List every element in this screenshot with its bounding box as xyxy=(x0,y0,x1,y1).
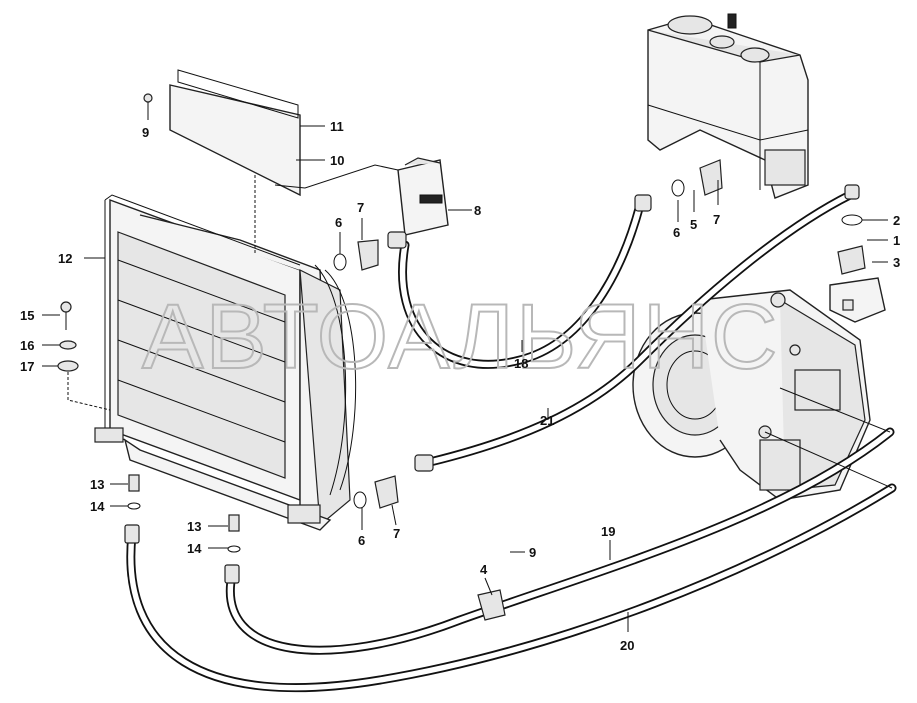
callout-7: 7 xyxy=(357,200,364,215)
callout-13: 13 xyxy=(187,519,201,534)
callout-15: 15 xyxy=(20,308,34,323)
filter-line xyxy=(274,164,399,189)
callout-14: 14 xyxy=(187,541,202,556)
callout-19: 19 xyxy=(601,524,615,539)
callout-9: 9 xyxy=(529,545,536,560)
callout-3: 3 xyxy=(893,255,900,270)
callout-8: 8 xyxy=(474,203,481,218)
hydraulic-tank xyxy=(647,13,809,199)
leader-lines xyxy=(42,102,888,632)
callout-11: 11 xyxy=(330,119,344,134)
callout-6: 6 xyxy=(358,533,365,548)
callout-7: 7 xyxy=(713,212,720,227)
callout-16: 16 xyxy=(20,338,34,353)
callout-14: 14 xyxy=(90,499,105,514)
callout-13: 13 xyxy=(90,477,104,492)
watermark-text: АВТОАЛЬЯНС xyxy=(142,286,780,388)
callout-4: 4 xyxy=(480,562,488,577)
callout-9: 9 xyxy=(142,125,149,140)
callout-labels: 1 2 3 4 5 6 6 6 7 7 7 8 9 9 10 11 12 13 … xyxy=(20,119,900,653)
callout-5: 5 xyxy=(690,217,697,232)
fittings xyxy=(57,93,866,621)
valve-block xyxy=(829,277,886,323)
filter-unit xyxy=(397,157,449,236)
shroud-plate xyxy=(169,69,301,255)
cooler-radiator xyxy=(94,194,357,531)
callout-6: 6 xyxy=(335,215,342,230)
callout-12: 12 xyxy=(58,251,72,266)
hoses xyxy=(126,190,897,693)
callout-7: 7 xyxy=(393,526,400,541)
callout-21: 21 xyxy=(540,413,554,428)
callout-20: 20 xyxy=(620,638,634,653)
callout-10: 10 xyxy=(330,153,344,168)
callout-2: 2 xyxy=(893,213,900,228)
callout-18: 18 xyxy=(514,356,528,371)
hose-20 xyxy=(126,483,897,693)
callout-17: 17 xyxy=(20,359,34,374)
callout-6: 6 xyxy=(673,225,680,240)
callout-1: 1 xyxy=(893,233,900,248)
transmission-housing xyxy=(632,289,871,501)
